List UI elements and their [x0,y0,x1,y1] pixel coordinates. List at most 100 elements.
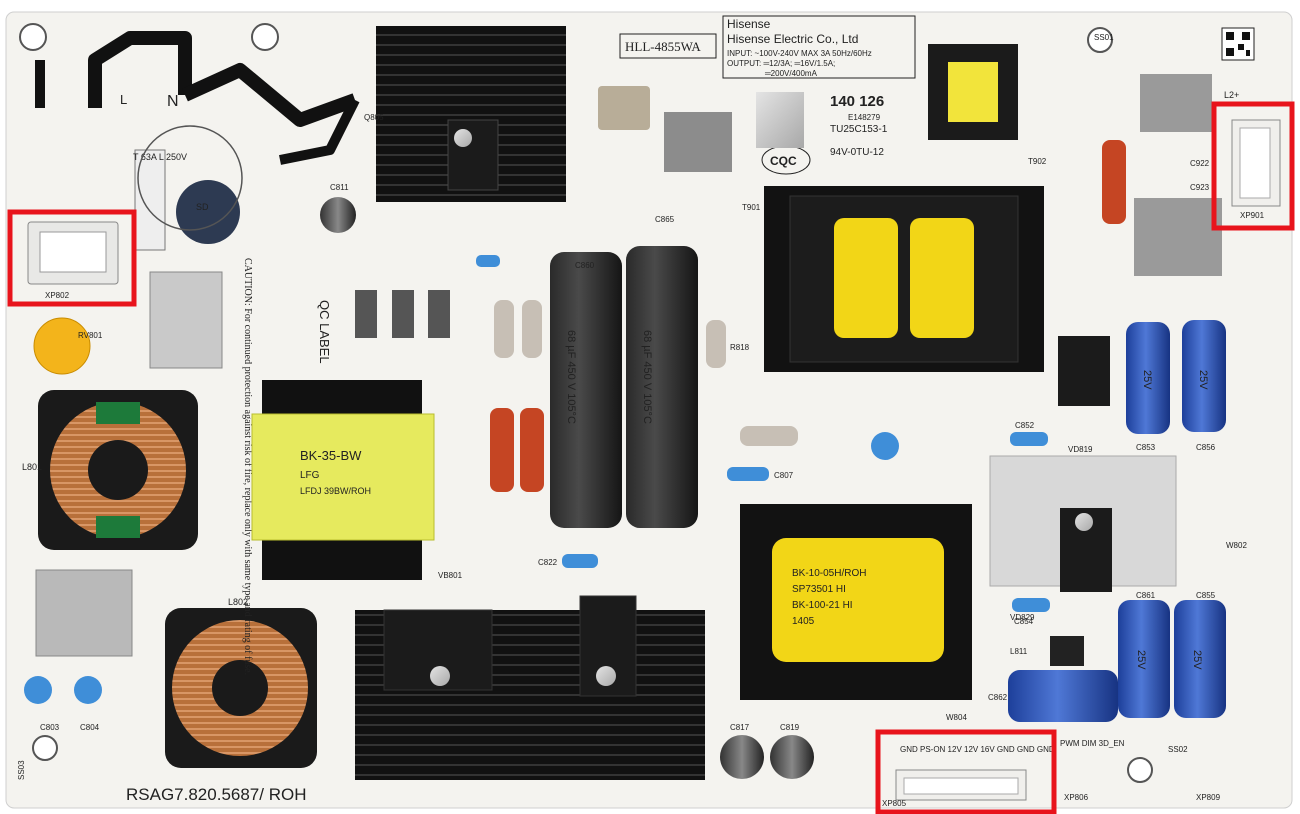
svg-text:C852: C852 [1015,421,1035,430]
svg-text:C817: C817 [730,723,750,732]
heatsink-right: VD829 [989,455,1177,622]
svg-text:LFDJ 39BW/ROH: LFDJ 39BW/ROH [300,486,371,496]
svg-text:C865: C865 [655,215,675,224]
date-code: 140 126 [830,93,884,110]
svg-text:RV801: RV801 [78,331,103,340]
svg-text:W802: W802 [1226,541,1247,550]
board-model: RSAG7.820.5687/ ROH [126,785,306,804]
film-cap-c871 [490,408,514,492]
x-capacitor-grey [149,271,223,369]
qc-label: QC LABEL [317,300,332,364]
ntc-thermistor [176,180,240,244]
svg-text:C803: C803 [40,723,60,732]
svg-text:BK-10-05H/ROH: BK-10-05H/ROH [792,568,866,579]
fuse-rating: T 63A L 250V [133,152,187,162]
svg-text:Hisense Electric Co., Ltd: Hisense Electric Co., Ltd [727,32,858,46]
cap-c822 [562,554,598,568]
cert-code: E148279 [848,113,881,122]
svg-text:C807: C807 [774,471,794,480]
svg-text:L801: L801 [22,462,42,472]
svg-text:OUTPUT: ═12/3A; ═16V/1.5A;: OUTPUT: ═12/3A; ═16V/1.5A; [727,59,835,68]
resistor-2 [522,300,542,358]
output-caps-top: 25V 25V C853 C856 [1126,320,1226,452]
x-capacitor-2 [35,569,133,657]
svg-text:25V: 25V [1141,370,1153,390]
cap-c817 [720,735,764,779]
capacitor-c901 [664,112,732,172]
xp806-label: XP806 [1064,793,1089,802]
svg-text:═200V/400mA: ═200V/400mA [764,69,818,78]
heatsink-bottom: VB801 [355,571,705,780]
svg-text:SP73501 HI: SP73501 HI [792,584,846,595]
xp901-label: XP901 [1240,211,1265,220]
svg-text:L2+: L2+ [1224,90,1239,100]
xp806-pin-labels: PWM DIM 3D_EN [1060,739,1125,748]
svg-text:C811: C811 [330,183,349,192]
svg-text:C854: C854 [1014,617,1034,626]
xp809-label: XP809 [1196,793,1221,802]
svg-text:C861: C861 [1136,591,1156,600]
svg-text:C860: C860 [575,261,595,270]
transformer-t901: T901 [742,186,1044,372]
tu-code: TU25C153-1 [830,124,888,135]
xp805-connector[interactable] [895,769,1027,801]
svg-text:VD829: VD829 [1010,613,1035,622]
svg-text:C855: C855 [1196,591,1216,600]
qr-code [1221,27,1255,61]
svg-text:INPUT: ~100V-240V MAX 3A 50Hz/: INPUT: ~100V-240V MAX 3A 50Hz/60Hz [727,49,872,58]
component-q806 [598,86,650,130]
svg-text:68 µF 450 V 105°C: 68 µF 450 V 105°C [641,330,653,424]
resistor-r818 [706,320,726,368]
svg-text:25V: 25V [1135,650,1147,670]
diode-1 [355,290,377,338]
inductor-l811 [1050,636,1084,666]
svg-text:SD: SD [196,202,209,212]
svg-text:VD819: VD819 [1068,445,1093,454]
svg-text:C922: C922 [1190,159,1210,168]
film-cap-c870 [520,408,544,492]
highlight-xp802 [7,209,137,307]
svg-text:VB801: VB801 [438,571,463,580]
svg-text:C819: C819 [780,723,800,732]
manufacturer-box: Hisense Hisense Electric Co., Ltd INPUT:… [722,15,916,79]
cap-c803 [871,432,899,460]
resistor-3 [740,426,798,446]
cap-c831 [476,255,500,267]
svg-text:C923: C923 [1190,183,1210,192]
svg-text:25V: 25V [1197,370,1209,390]
rectifier-vd819 [1058,336,1110,406]
heatsink-top: Q805 [364,26,566,202]
xp805-label: XP805 [882,799,907,808]
svg-text:C856: C856 [1196,443,1216,452]
y-cap-c803 [24,676,52,704]
choke-l802: L802 [165,597,317,768]
part-code-box [619,33,717,59]
svg-text:SS03: SS03 [17,760,26,780]
component-q807 [756,92,804,148]
svg-text:W804: W804 [946,713,967,722]
svg-text:Q805: Q805 [364,113,384,122]
cap-c854 [1012,598,1050,612]
varistor-rv801 [33,317,91,375]
cap-c819 [770,735,814,779]
svg-text:C822: C822 [538,558,558,567]
label-n: N [167,93,179,110]
x-cap-right-2 [1134,198,1222,276]
svg-text:L811: L811 [1010,647,1028,656]
svg-text:C862: C862 [988,693,1008,702]
svg-text:BK-100-21 HI: BK-100-21 HI [792,600,853,611]
fuse-holder [134,149,166,251]
output-caps-bottom: 25V 25V C861 C855 C862 [988,591,1226,722]
svg-text:C853: C853 [1136,443,1156,452]
y-cap-c804 [74,676,102,704]
label-l: L [120,92,127,107]
bulk-capacitors: 68 µF 450 V 105°C 68 µF 450 V 105°C C860… [550,215,698,528]
diode-3 [428,290,450,338]
svg-text:Hisense: Hisense [727,17,771,31]
svg-text:C804: C804 [80,723,100,732]
svg-text:SS02: SS02 [1168,745,1188,754]
diode-2 [392,290,414,338]
transformer-t902: T902 [928,44,1047,166]
ac-input-trace [35,31,360,165]
